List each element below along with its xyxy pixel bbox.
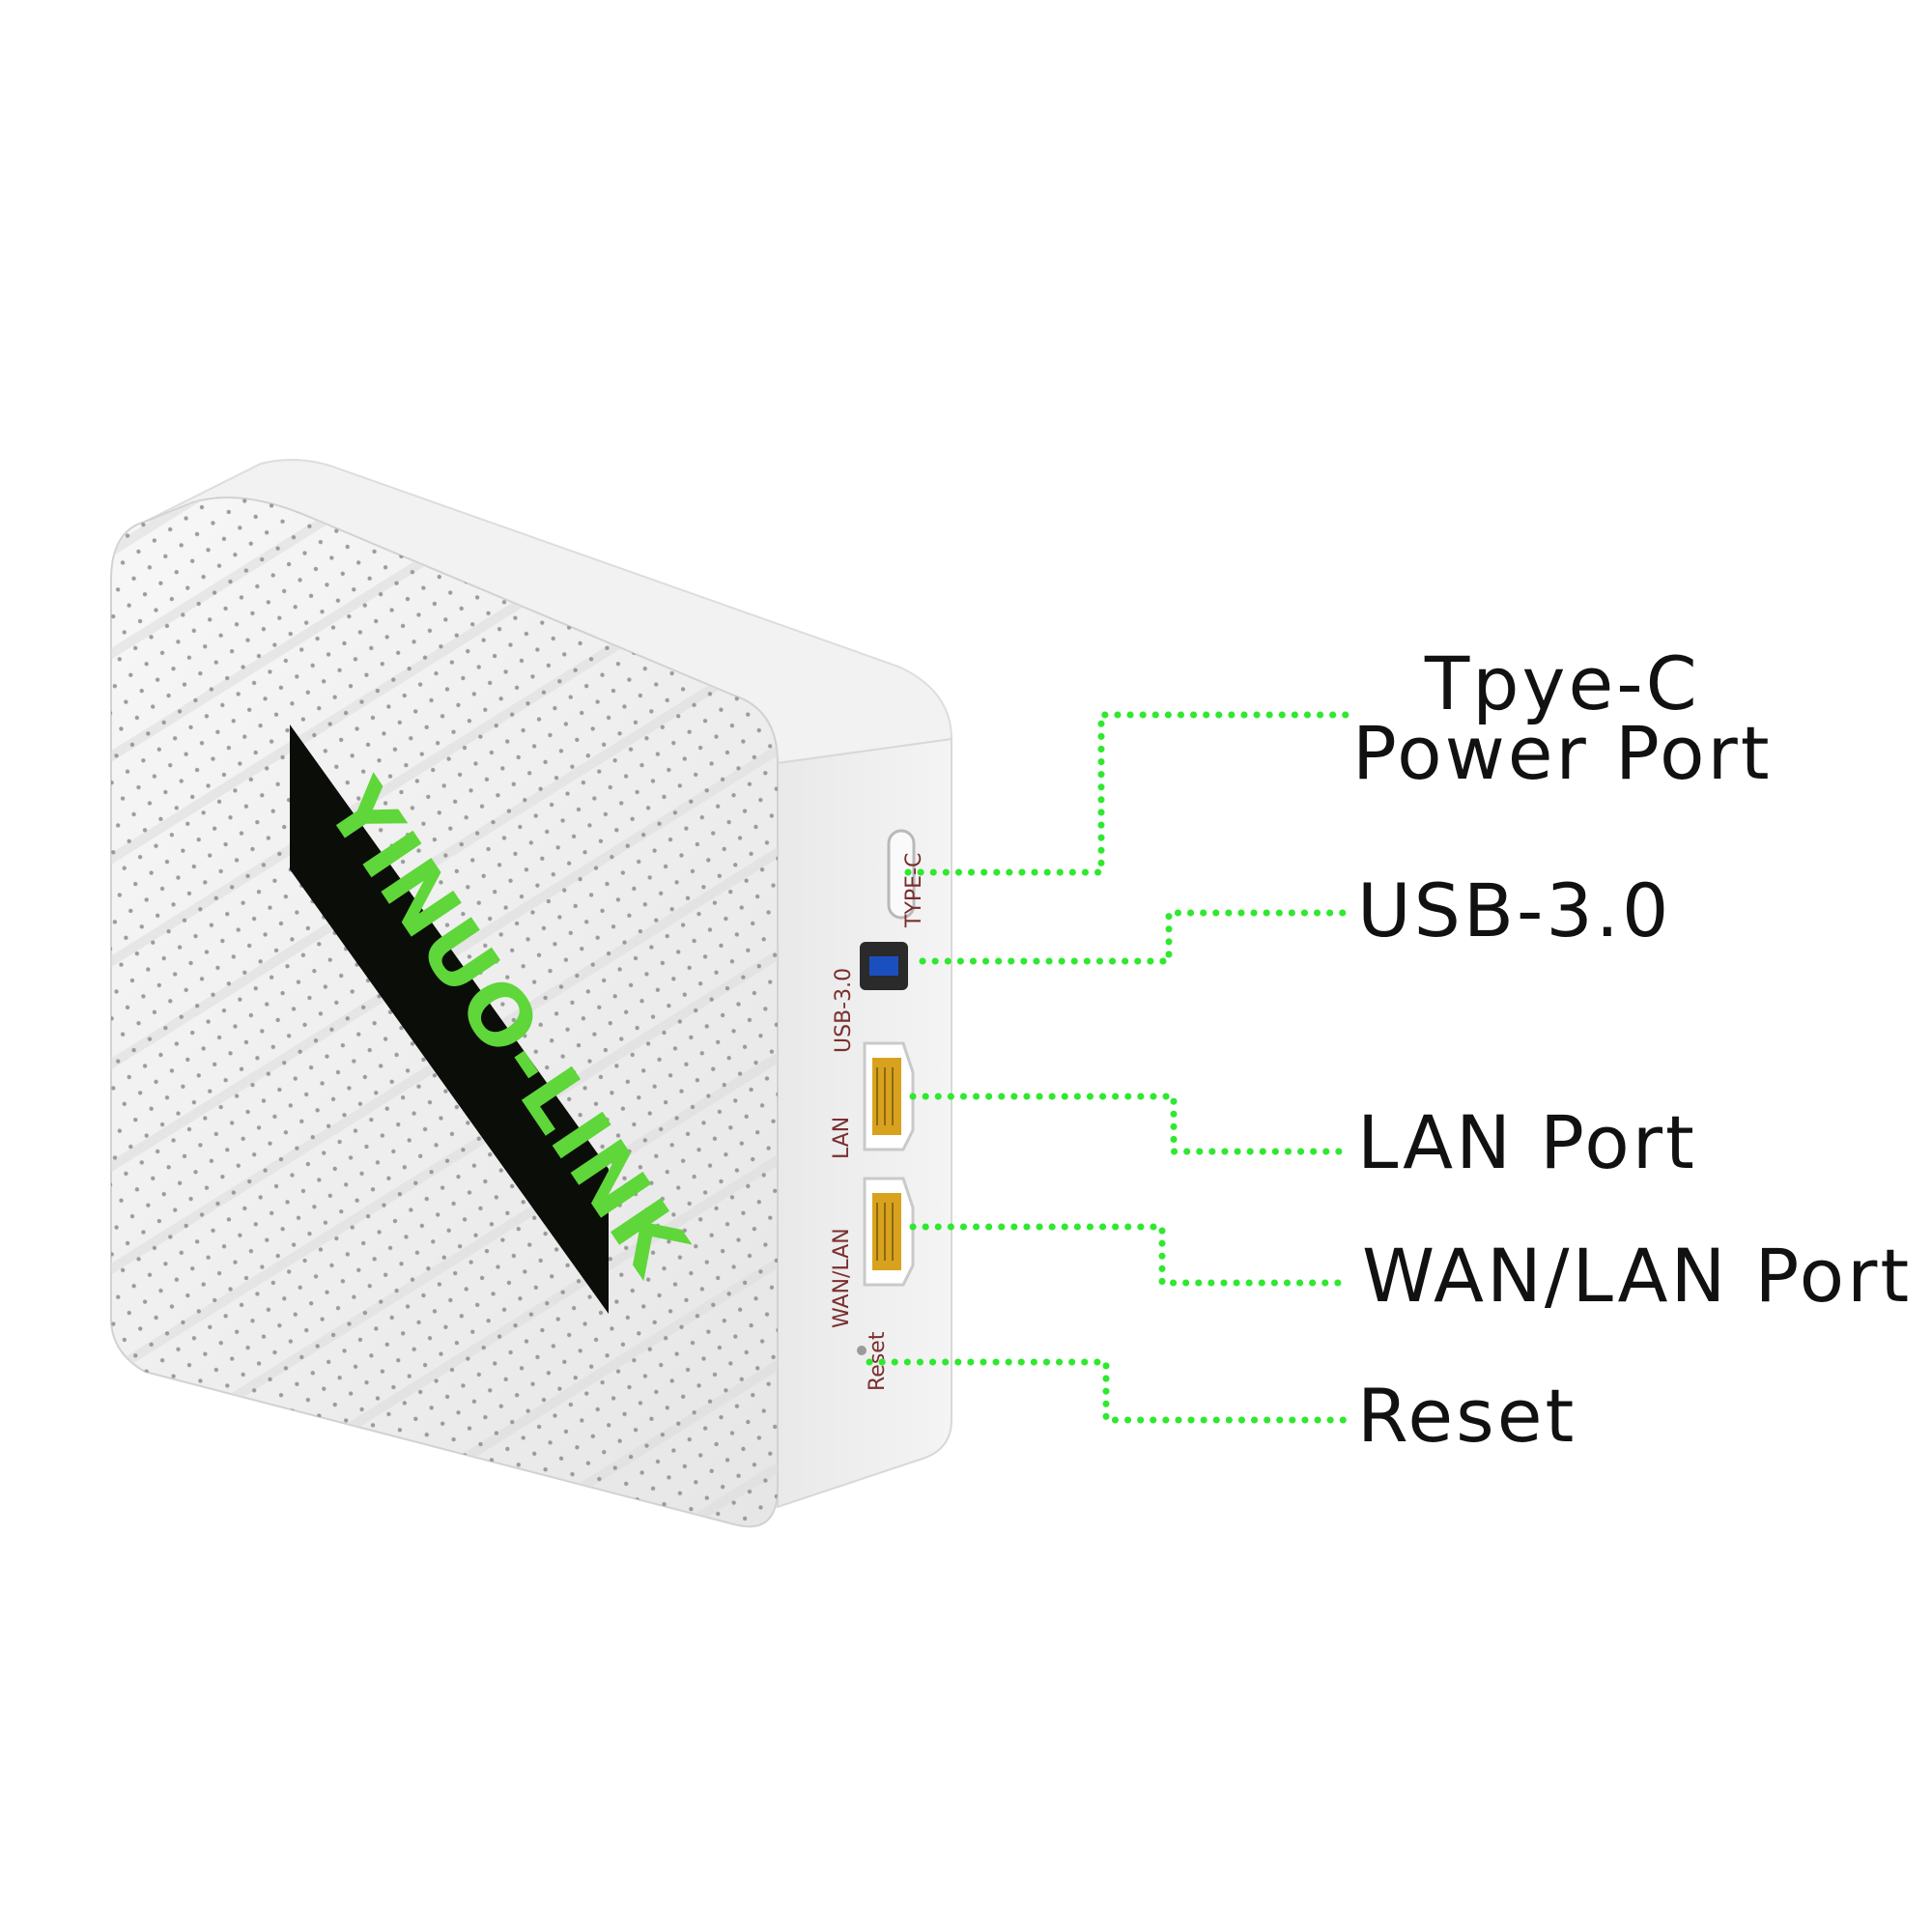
callout-line-typec <box>904 711 1351 876</box>
label-reset: Reset <box>1357 1373 1577 1459</box>
logo-panel <box>290 724 609 1314</box>
typec-print-label: TYPE-C <box>902 853 926 928</box>
wan-port <box>863 1177 915 1287</box>
label-wan-lan-port: WAN/LAN Port <box>1362 1233 1913 1319</box>
wan-print-label: WAN/LAN <box>830 1228 854 1328</box>
label-typec-line1: Tpye-C <box>1424 640 1700 726</box>
callout-lines <box>866 711 1351 1424</box>
usb-print-label: USB-3.0 <box>832 968 856 1053</box>
lan-port <box>863 1041 915 1151</box>
lan-print-label: LAN <box>830 1117 854 1159</box>
callout-line-lan <box>909 1093 1351 1155</box>
label-usb: USB-3.0 <box>1357 867 1672 953</box>
reset-pinhole <box>857 1346 867 1355</box>
label-typec-line2: Power Port <box>1352 710 1773 796</box>
label-lan-port: LAN Port <box>1357 1099 1697 1185</box>
usb-port <box>860 942 908 990</box>
callout-line-reset <box>866 1358 1351 1424</box>
label-typec-power-port: Tpye-C Power Port <box>1352 640 1773 796</box>
typec-port <box>887 829 916 920</box>
callout-line-wan <box>909 1223 1351 1287</box>
callout-line-usb <box>919 909 1351 965</box>
